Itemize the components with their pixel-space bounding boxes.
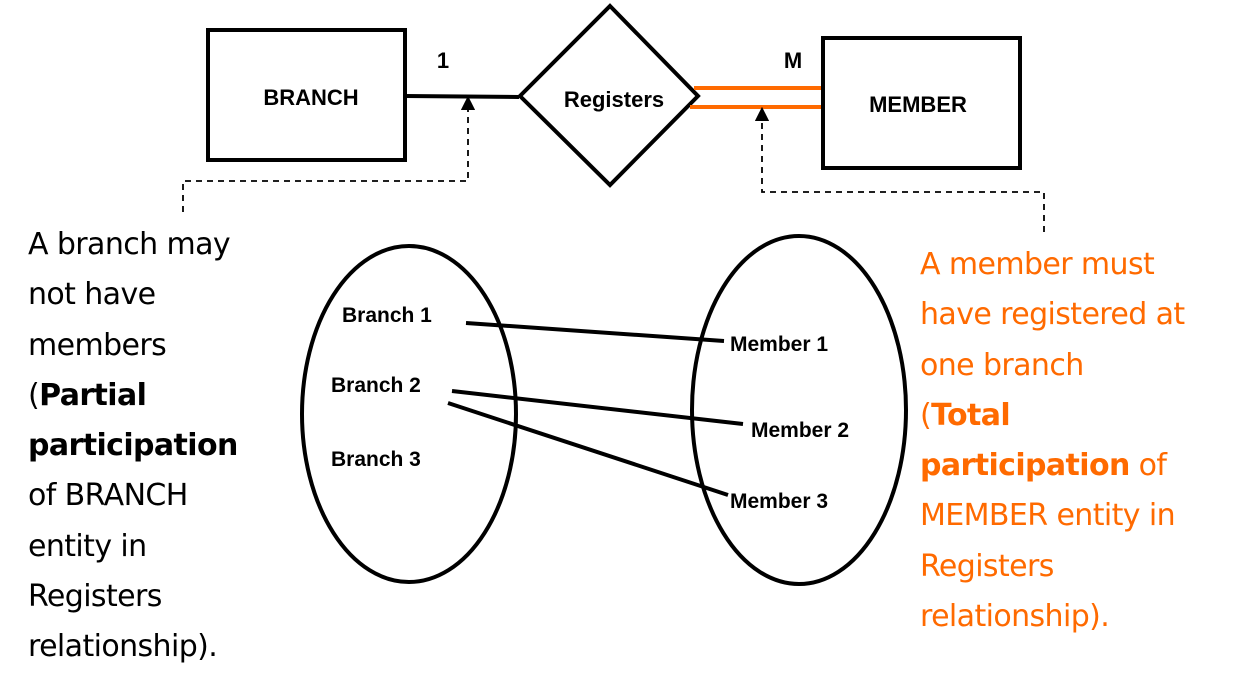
partial-participation-line xyxy=(404,94,520,99)
instance-link xyxy=(451,389,744,426)
member-instance: Member 1 xyxy=(730,333,828,356)
note-line: Registers xyxy=(920,548,1054,584)
partial-participation-note: A branch may not have members (Partial parti… xyxy=(28,220,288,673)
member-instance: Member 3 xyxy=(730,490,828,513)
note-emphasis: participation xyxy=(28,428,238,464)
note-line: participation xyxy=(28,421,288,471)
instance-links xyxy=(447,321,744,497)
note-line: relationship). xyxy=(28,629,218,665)
note-line: of BRANCH xyxy=(28,478,188,514)
note-line: (Partial xyxy=(28,377,147,413)
cardinality-many: M xyxy=(784,48,802,73)
note-line: (Total xyxy=(920,397,1011,433)
callout-right-arrow xyxy=(754,106,1045,232)
branch-instance: Branch 3 xyxy=(331,448,421,471)
note-line: have registered at xyxy=(920,297,1185,333)
branch-instance: Branch 2 xyxy=(331,374,421,397)
entity-branch-label: BRANCH xyxy=(263,85,358,110)
note-emphasis: Total xyxy=(931,397,1011,433)
callout-left-arrow xyxy=(182,95,476,212)
relationship-registers: Registers xyxy=(517,3,701,188)
entity-member-label: MEMBER xyxy=(869,92,967,117)
note-line: members xyxy=(28,327,167,363)
total-participation-line xyxy=(690,86,823,109)
entity-branch: BRANCH xyxy=(206,28,407,162)
note-line: Registers xyxy=(28,579,162,615)
note-line: MEMBER entity in xyxy=(920,498,1176,534)
member-set-ellipse xyxy=(690,234,908,586)
note-line: relationship). xyxy=(920,599,1110,635)
branch-instance: Branch 1 xyxy=(342,304,432,327)
note-line: A branch may xyxy=(28,227,231,262)
cardinality-one: 1 xyxy=(437,48,449,73)
note-line: A member must xyxy=(920,247,1155,282)
member-instance: Member 2 xyxy=(751,419,849,442)
note-line: participation of xyxy=(920,448,1167,484)
note-line: one branch xyxy=(920,347,1084,383)
note-emphasis: Partial xyxy=(39,377,147,413)
branch-set-ellipse xyxy=(300,244,518,584)
instance-link xyxy=(447,401,729,497)
entity-member: MEMBER xyxy=(821,36,1022,170)
note-line: not have xyxy=(28,277,156,313)
note-line: entity in xyxy=(28,528,147,564)
instance-link xyxy=(465,321,725,343)
relationship-label: Registers xyxy=(564,87,664,112)
note-emphasis: participation xyxy=(920,448,1130,484)
total-participation-note: A member must have registered at one branc… xyxy=(920,240,1243,642)
